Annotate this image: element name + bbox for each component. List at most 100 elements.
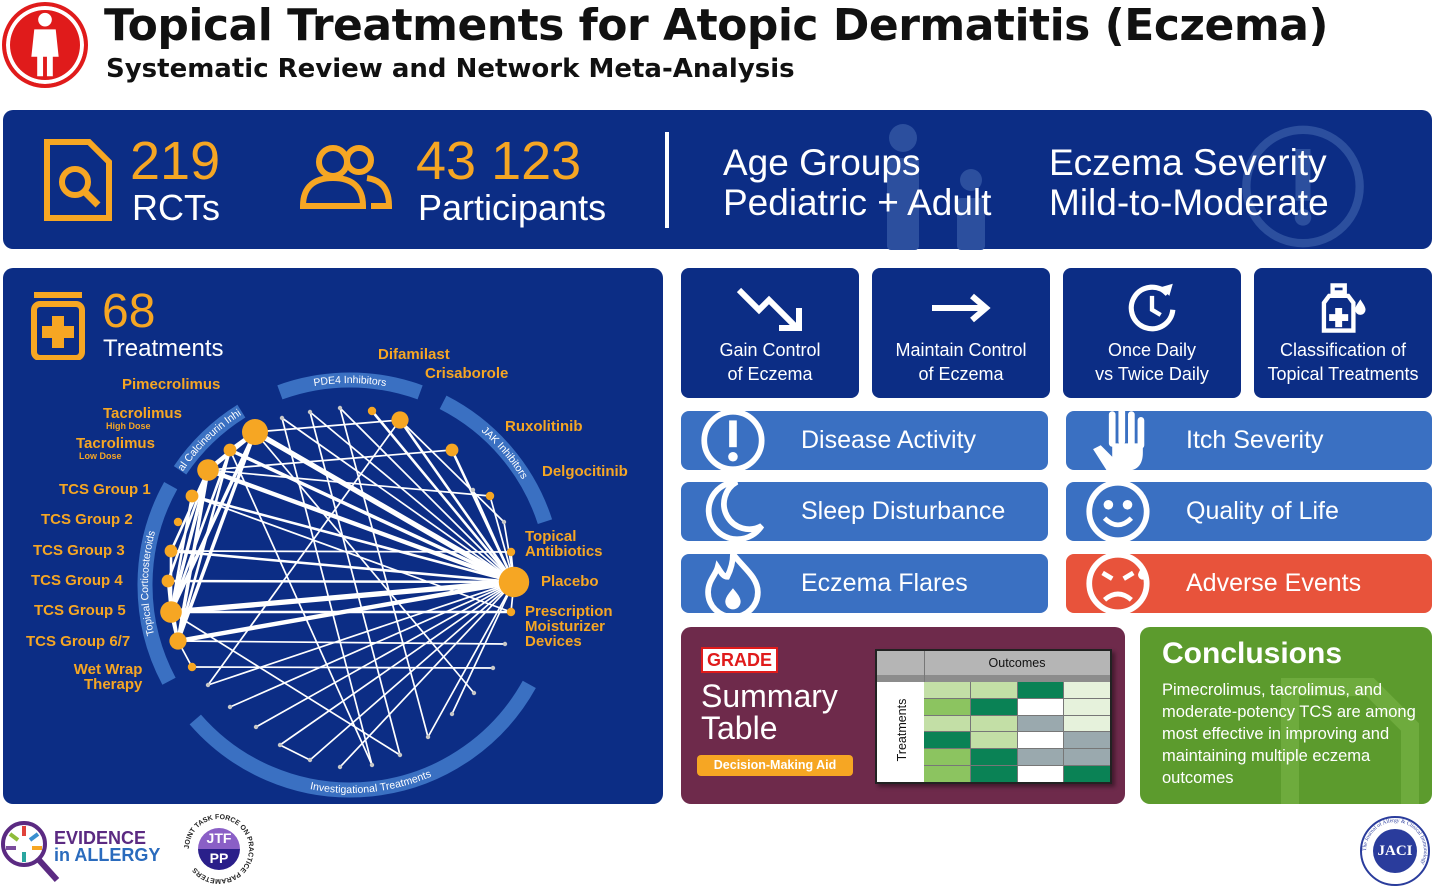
edge-pla-i11 (229, 581, 515, 708)
clock-refresh-icon (1128, 283, 1176, 332)
tile-label: Maintain Control (895, 340, 1027, 360)
label-difamilast: Difamilast (378, 346, 450, 363)
edge-cris-i14 (399, 419, 505, 523)
jtf-ring-text: JOINT TASK FORCE ON PRACTICE PARAMETERS (184, 814, 254, 884)
tile-label: Gain Control (719, 340, 821, 360)
node-i16 (307, 409, 313, 415)
edge-i15-i6 (281, 417, 373, 766)
edge-pla-i13 (472, 489, 515, 583)
node-i14 (501, 519, 507, 525)
table-cell (924, 715, 970, 732)
edge-pla-i15 (281, 417, 515, 583)
table-cell (970, 749, 1017, 766)
rcts-count: 219 (130, 131, 221, 191)
severity-title: Eczema Severity (1049, 142, 1327, 183)
node-pla (498, 566, 530, 598)
label-line: Antibiotics (525, 543, 603, 560)
edge-tachd-tcs5 (169, 449, 232, 613)
smiley-face-icon (1086, 479, 1150, 544)
exclamation-watermark-icon (1242, 125, 1364, 248)
table-header (877, 651, 1110, 675)
age-groups-title: Age Groups (723, 142, 921, 183)
node-i4 (425, 734, 431, 740)
node-rux (445, 443, 459, 457)
outcome-label: Itch Severity (1186, 426, 1324, 454)
edge-wet-i1 (191, 666, 494, 669)
label-tcs5: TCS Group 5 (34, 602, 126, 619)
node-i15 (279, 415, 285, 421)
edge-pla-i9 (279, 581, 515, 746)
label-tcs2: TCS Group 2 (41, 511, 133, 528)
label-crisaborole: Crisaborole (425, 365, 509, 382)
label-pimecrolimus: Pimecrolimus (122, 376, 221, 393)
table-cell (1017, 682, 1064, 698)
outcome-disease-activity: Disease Activity (681, 408, 1048, 473)
severity-value: Mild-to-Moderate (1049, 182, 1329, 223)
node-i13 (470, 487, 476, 493)
label-line: Therapy (84, 676, 143, 693)
jaci-logo: JACI The Journal of Allergy & Clinical I… (1360, 816, 1430, 886)
edge-pla-tcs1 (191, 494, 515, 584)
sick-face-icon (1086, 551, 1150, 616)
node-tachd (223, 443, 237, 457)
node-i8 (307, 757, 313, 763)
edge-i9-i8 (279, 744, 311, 761)
edge-i17-i4 (339, 407, 429, 738)
table-cell (924, 732, 970, 749)
outcome-label: Disease Activity (801, 426, 977, 454)
table-cell (1064, 715, 1110, 732)
table-cell (1064, 698, 1110, 715)
jaci-badge: JACI (1373, 829, 1417, 873)
label-ruxolitinib: Ruxolitinib (505, 418, 583, 435)
badge-line: PP (209, 850, 229, 866)
edge-pla-i8 (309, 581, 515, 761)
node-i12 (205, 682, 211, 688)
treatments-header: Treatments (895, 698, 909, 762)
conclusions-title: Conclusions (1162, 637, 1343, 670)
edge-tacld-tcs4 (166, 469, 210, 582)
tile-label: Topical Treatments (1267, 364, 1419, 384)
edge-pla-i17 (339, 407, 515, 583)
decision-aid-badge: Decision-Making Aid (697, 755, 853, 776)
node-tcs5 (160, 601, 182, 623)
group-arc-pde4 (277, 372, 423, 400)
table-cell (1064, 766, 1110, 782)
treatments-label: Treatments (103, 335, 224, 362)
label-line: Wet Wrap (73, 661, 143, 678)
node-tcs3 (164, 544, 178, 558)
node-tcs67 (169, 632, 187, 650)
label-placebo: Placebo (541, 573, 599, 590)
summary-table-graphic: Outcomes Treatments (875, 649, 1112, 784)
node-i3 (449, 711, 455, 717)
document-search-icon (44, 139, 112, 221)
label-tcs67: TCS Group 6/7 (26, 633, 131, 650)
tile-label: Once Daily (1107, 340, 1197, 360)
jaci-ring-text: The Journal of Allergy & Clinical Immuno… (1362, 818, 1428, 866)
scratching-hand-icon (1093, 407, 1145, 471)
table-cell (970, 715, 1017, 732)
outcomes-header: Outcomes (988, 656, 1046, 670)
edge-pla-tcs4 (167, 579, 515, 584)
edge-tcs5-tcs1 (169, 495, 194, 613)
node-i0 (502, 641, 508, 647)
edge-tacld-delgo (207, 469, 491, 497)
node-i2 (471, 690, 477, 696)
node-abx (506, 547, 516, 557)
node-i17 (337, 405, 343, 411)
table-cell (970, 698, 1017, 715)
edge-pla-i3 (451, 581, 515, 715)
divider (665, 132, 669, 228)
edge-tacld-rux (207, 449, 453, 471)
edge-pla-difa (370, 410, 516, 583)
table-cell (924, 749, 970, 766)
svg-text:The Journal of Allergy & Clini: The Journal of Allergy & Clinical Immuno… (1362, 818, 1428, 866)
label-line: Moisturizer (525, 618, 606, 635)
